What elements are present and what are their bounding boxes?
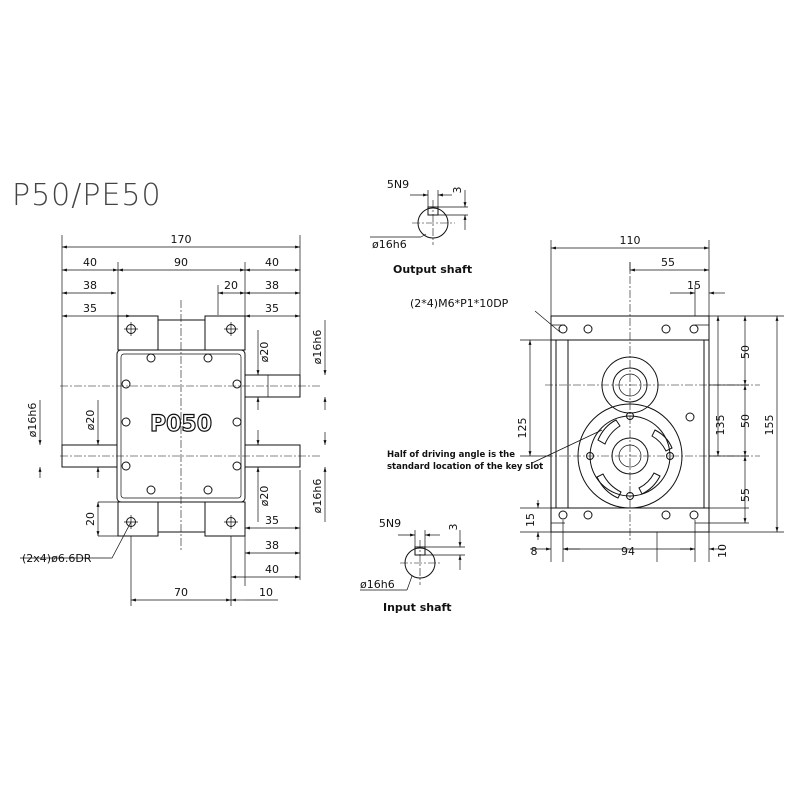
dim-right-35: 35 — [265, 302, 279, 315]
output-key-width: 5N9 — [387, 178, 409, 191]
input-key-width: 5N9 — [379, 517, 401, 530]
dim-125: 125 — [516, 418, 529, 439]
dim-right-38: 38 — [265, 279, 279, 292]
dim-170: 170 — [171, 233, 192, 246]
hole-spec: (2x4)ø6.6DR — [22, 552, 92, 565]
dim-55-lower: 55 — [739, 488, 752, 502]
input-shaft-diameter: ø16h6 — [360, 578, 395, 591]
dim-50-top: 50 — [739, 345, 752, 359]
dim-8: 8 — [531, 545, 538, 558]
dim-50-mid: 50 — [739, 414, 752, 428]
dim-dia20-lower: ø20 — [258, 486, 271, 507]
dim-55-top: 55 — [661, 256, 675, 269]
output-shaft-detail: 5N9 3 ø16h6 Output shaft — [370, 178, 472, 276]
dim-left-35: 35 — [83, 302, 97, 315]
dim-bottom-35: 35 — [265, 514, 279, 527]
dim-right-40: 40 — [265, 256, 279, 269]
dim-94: 94 — [621, 545, 635, 558]
dim-15-lower: 15 — [524, 513, 537, 527]
dim-dia16-left: ø16h6 — [26, 403, 39, 438]
dim-top-20: 20 — [224, 279, 238, 292]
dim-155: 155 — [763, 415, 776, 436]
model-label: P050 — [150, 412, 212, 437]
tap-spec: (2*4)M6*P1*10DP — [410, 297, 509, 310]
input-key-depth: 3 — [447, 524, 460, 531]
dim-left-38: 38 — [83, 279, 97, 292]
input-shaft-detail: 5N9 3 ø16h6 Input shaft — [360, 517, 465, 614]
front-input-shaft — [61, 444, 301, 468]
dim-bottom-70: 70 — [174, 586, 188, 599]
drawing-title: P50/PE50 — [12, 178, 162, 213]
dim-135: 135 — [714, 415, 727, 436]
dim-90: 90 — [174, 256, 188, 269]
dim-bottom-10: 10 — [259, 586, 273, 599]
key-slot-note-line1: Half of driving angle is the — [387, 450, 515, 460]
dim-10: 10 — [716, 544, 729, 558]
front-output-shaft — [244, 374, 301, 398]
dim-bottom-20: 20 — [84, 512, 97, 526]
dim-dia20-left: ø20 — [84, 410, 97, 431]
dim-dia16-upper: ø16h6 — [311, 330, 324, 365]
front-view: P050 — [20, 233, 327, 606]
dim-bottom-40: 40 — [265, 563, 279, 576]
side-view: 110 55 15 (2*4)M6*P1*10DP 125 135 155 50… — [387, 234, 784, 562]
side-tapped-holes — [558, 324, 699, 520]
dim-15-top: 15 — [687, 279, 701, 292]
dim-left-40: 40 — [83, 256, 97, 269]
key-slot-note-line2: standard location of the key slot — [387, 462, 543, 472]
output-shaft-label: Output shaft — [393, 263, 472, 276]
side-dimension-lines — [520, 240, 784, 562]
dim-bottom-38: 38 — [265, 539, 279, 552]
dim-dia16-lower: ø16h6 — [311, 479, 324, 514]
output-key-depth: 3 — [451, 187, 464, 194]
dim-110: 110 — [620, 234, 641, 247]
input-shaft-label: Input shaft — [383, 601, 452, 614]
cover-bolts — [121, 353, 242, 495]
dim-dia20-upper: ø20 — [258, 342, 271, 363]
output-shaft-diameter: ø16h6 — [372, 238, 407, 251]
front-dimension-lines — [20, 235, 327, 606]
